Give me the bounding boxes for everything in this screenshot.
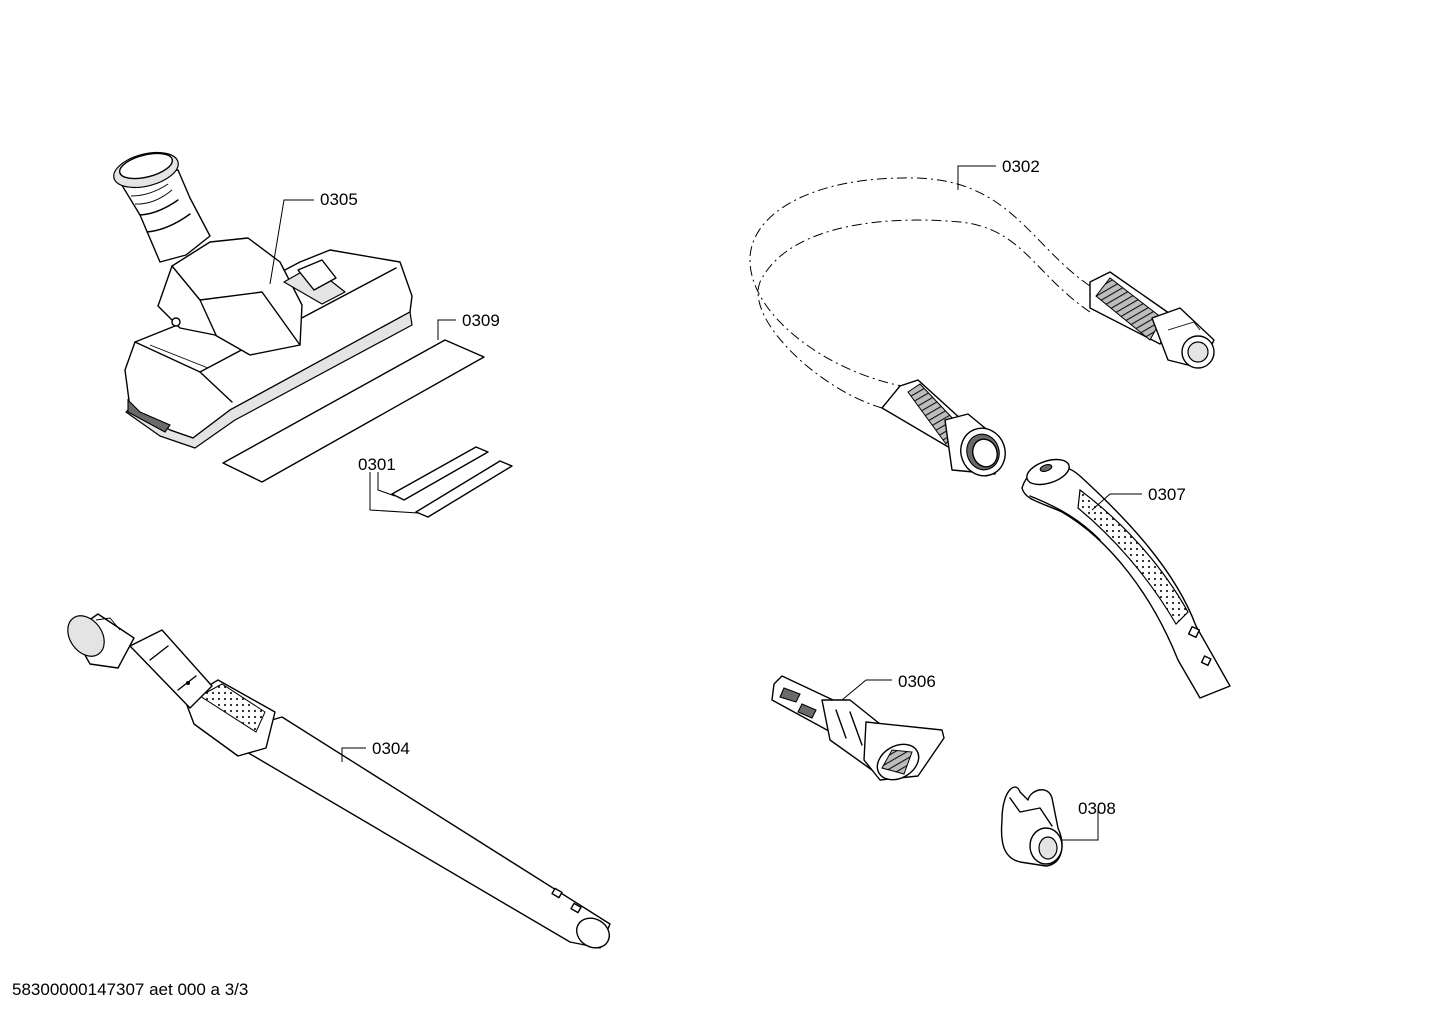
clip-drawing xyxy=(1000,786,1063,867)
brush-strip-drawing xyxy=(222,339,485,483)
label-0309: 0309 xyxy=(462,311,500,330)
telescopic-tube-drawing xyxy=(67,613,611,949)
hose-drawing xyxy=(749,177,1215,477)
label-0306: 0306 xyxy=(898,672,936,691)
crevice-tool-drawing xyxy=(771,675,945,781)
handle-drawing xyxy=(1021,458,1231,699)
label-0301: 0301 xyxy=(358,455,396,474)
label-0308: 0308 xyxy=(1078,799,1116,818)
label-0302: 0302 xyxy=(1002,157,1040,176)
floor-nozzle-drawing xyxy=(113,151,413,449)
document-footer-id: 58300000147307 aet 000 a 3/3 xyxy=(12,980,249,999)
label-0305: 0305 xyxy=(320,190,358,209)
label-0304: 0304 xyxy=(372,739,410,758)
label-0307: 0307 xyxy=(1148,485,1186,504)
small-strips-drawing xyxy=(391,446,513,518)
